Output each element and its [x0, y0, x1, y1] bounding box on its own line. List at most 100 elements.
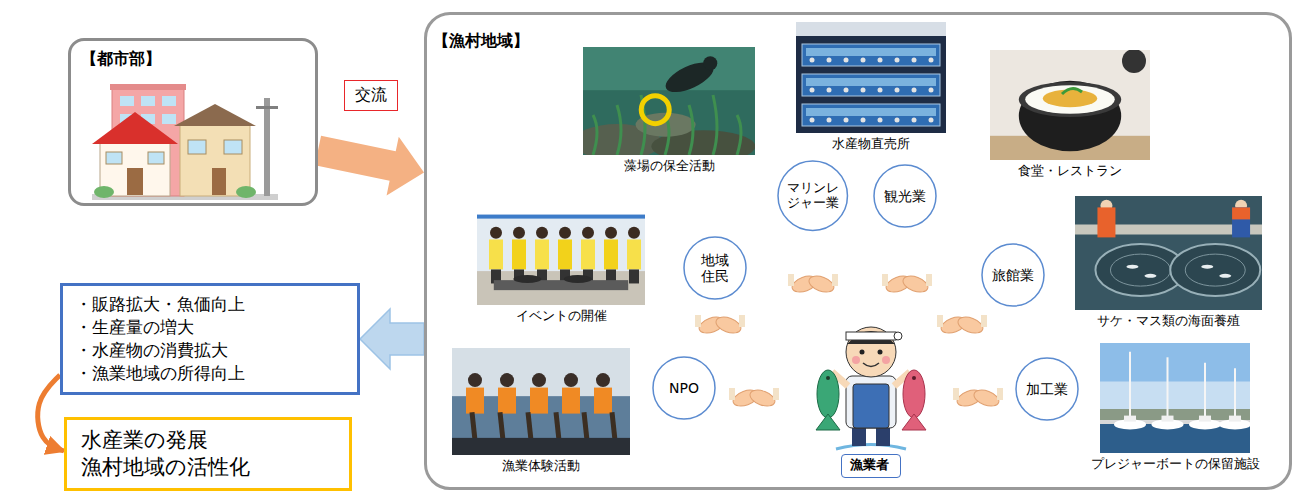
photo-image — [604, 239, 618, 269]
photo-card: プレジャーボートの保留施設 — [1089, 343, 1262, 472]
photo-caption: 藻場の保全活動 — [624, 158, 715, 174]
city-illustration — [162, 96, 176, 106]
circle-outline — [778, 161, 847, 230]
fisher-label: 漁業者 — [850, 457, 889, 473]
photo-image — [912, 58, 917, 63]
photo-caption: プレジャーボートの保留施設 — [1091, 456, 1260, 472]
fisher-illustration — [902, 414, 926, 430]
city-illustration — [212, 168, 226, 195]
photo-image — [564, 373, 578, 387]
photo-caption: 漁業体験活動 — [502, 458, 580, 474]
handshake-icon — [807, 273, 836, 295]
circle-outline — [684, 237, 746, 299]
photo-image — [810, 88, 815, 93]
goal-text: 水産業の発展 — [81, 427, 208, 454]
photo-image — [452, 438, 630, 455]
fisher-illustration — [863, 363, 879, 367]
stakeholder-label: 地域住民 — [700, 252, 730, 284]
photo-image — [513, 275, 541, 283]
fisher-illustration — [826, 376, 830, 380]
photo-image — [1122, 50, 1146, 73]
panel-heading: 【都市部】 — [81, 49, 161, 69]
photo-image — [452, 348, 630, 455]
fisher-illustration — [846, 376, 896, 428]
photo-image — [861, 118, 866, 123]
photo-image — [564, 275, 592, 283]
city-illustration — [106, 152, 122, 164]
photo-image — [1043, 90, 1097, 108]
stakeholder-circle: 加工業 — [1015, 357, 1079, 421]
photo-image — [912, 88, 917, 93]
stakeholder-label: 旅館業 — [992, 267, 1034, 283]
photo-image — [1219, 274, 1231, 278]
city-illustration — [224, 140, 242, 154]
stakeholder-circle: マリンレジャー業 — [777, 160, 848, 231]
handshake-icon — [937, 315, 943, 327]
photo-image — [628, 227, 640, 239]
photo-image — [494, 280, 628, 290]
fisher-illustration — [847, 331, 895, 344]
photo-image — [513, 227, 525, 239]
handshake-icon — [972, 387, 1001, 409]
photo-image — [1234, 368, 1236, 422]
fisher-tag: 漁業者 — [841, 454, 901, 478]
fisher-illustration — [903, 370, 925, 418]
fishing-village-panel: 【漁村地域】藻場の保全活動水産物直売所食堂・レストランマリンレジャー業観光業イベ… — [424, 12, 1292, 490]
photo-image — [581, 239, 595, 269]
photo-image — [895, 118, 900, 123]
city-illustration — [264, 98, 270, 196]
stakeholder-circle: 旅館業 — [981, 243, 1045, 307]
fisher-illustration — [860, 350, 865, 355]
handshake-icon — [882, 273, 932, 295]
fisher-illustration — [878, 350, 883, 355]
city-illustration — [236, 186, 256, 198]
photo-image — [1019, 81, 1121, 151]
stakeholder-circle: NPO — [652, 356, 716, 420]
photo-card: 食堂・レストラン — [990, 50, 1150, 179]
photo-image — [827, 58, 832, 63]
photo-image — [629, 269, 639, 283]
photo-image — [661, 56, 717, 98]
city-illustration — [180, 124, 250, 196]
photo-image — [1162, 416, 1174, 422]
photo-image — [559, 227, 571, 239]
photo-image — [490, 227, 502, 239]
photo-image — [1019, 82, 1121, 117]
photo-image — [583, 47, 755, 155]
outcome-box: ・販路拡大・魚価向上・生産量の増大・水産物の消費拡大・漁業地域の所得向上 — [60, 283, 360, 395]
photo-image — [844, 88, 849, 93]
photo-image — [878, 88, 883, 93]
photo-image — [1232, 207, 1250, 219]
photo-card: 藻場の保全活動 — [583, 47, 755, 174]
photo-image — [1129, 352, 1131, 422]
photo-image — [929, 88, 934, 93]
photo-image — [536, 227, 548, 239]
city-panel: 【都市部】 — [68, 38, 318, 206]
handshake-icon — [788, 274, 794, 286]
city-illustration — [162, 114, 176, 124]
photo-image — [810, 118, 815, 123]
photo-image — [1201, 265, 1213, 269]
fisher-illustration — [846, 332, 896, 340]
photo-image — [512, 239, 526, 269]
flow-arrow — [360, 309, 424, 369]
photo-image — [1075, 196, 1262, 310]
fisher-illustration — [836, 445, 906, 450]
photo-image — [617, 105, 621, 155]
handshake-icon — [997, 388, 1003, 400]
handshake-icon — [832, 274, 838, 286]
photo-image — [1100, 382, 1250, 426]
photo-image — [477, 192, 645, 305]
handshake-icon — [926, 274, 932, 286]
photo-image — [895, 88, 900, 93]
photo-image — [627, 239, 641, 269]
photo-image — [796, 22, 946, 133]
handshake-icon — [695, 315, 701, 327]
city-illustration — [120, 96, 134, 106]
photo-image — [500, 373, 514, 387]
handshake-icon — [788, 273, 838, 295]
photo-image — [1144, 274, 1156, 278]
fisher-illustration — [816, 414, 840, 430]
photo-image — [477, 215, 645, 219]
photo-image — [861, 88, 866, 93]
